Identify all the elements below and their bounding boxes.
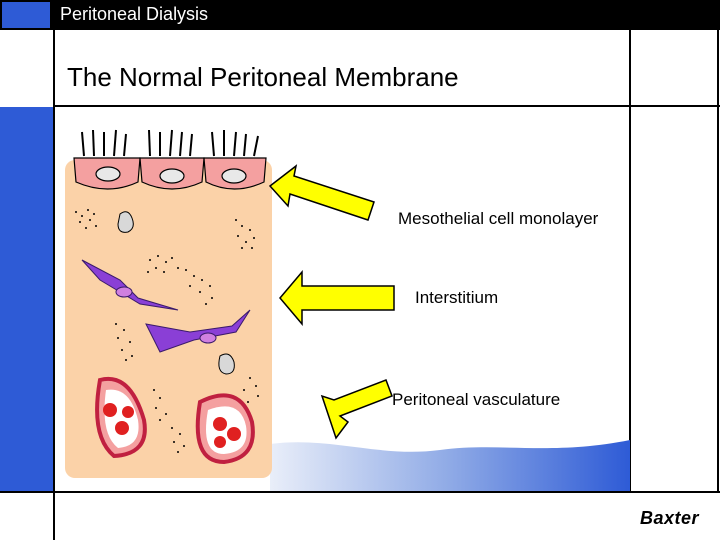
wave-decoration	[270, 440, 630, 492]
baxter-logo: Baxter	[640, 508, 699, 529]
arrow-mesothelial	[268, 164, 375, 221]
left-accent-panel	[0, 107, 53, 492]
interstitial-dots	[75, 209, 259, 453]
title-underline	[55, 105, 720, 107]
page-title: The Normal Peritoneal Membrane	[67, 62, 459, 92]
header-title: Peritoneal Dialysis	[60, 4, 209, 24]
mesothelial-cells	[73, 129, 267, 190]
header-accent-block	[2, 2, 50, 28]
right-divider	[629, 30, 631, 492]
label-mesothelial: Mesothelial cell monolayer	[398, 209, 599, 228]
arrow-interstitium	[279, 270, 395, 326]
bottom-divider	[0, 491, 720, 493]
header-bar	[0, 0, 720, 30]
arrow-vasculature	[320, 379, 393, 440]
baxter-logo-text: Baxter	[640, 508, 700, 528]
right-edge-divider	[717, 30, 719, 492]
left-divider	[53, 30, 55, 540]
fibroblasts	[81, 259, 251, 353]
label-vasculature: Peritoneal vasculature	[392, 390, 561, 409]
blood-vessels	[95, 376, 255, 465]
label-interstitium: Interstitium	[415, 288, 499, 307]
interstitial-cells	[117, 211, 235, 375]
peritoneal-membrane-diagram	[65, 129, 272, 478]
